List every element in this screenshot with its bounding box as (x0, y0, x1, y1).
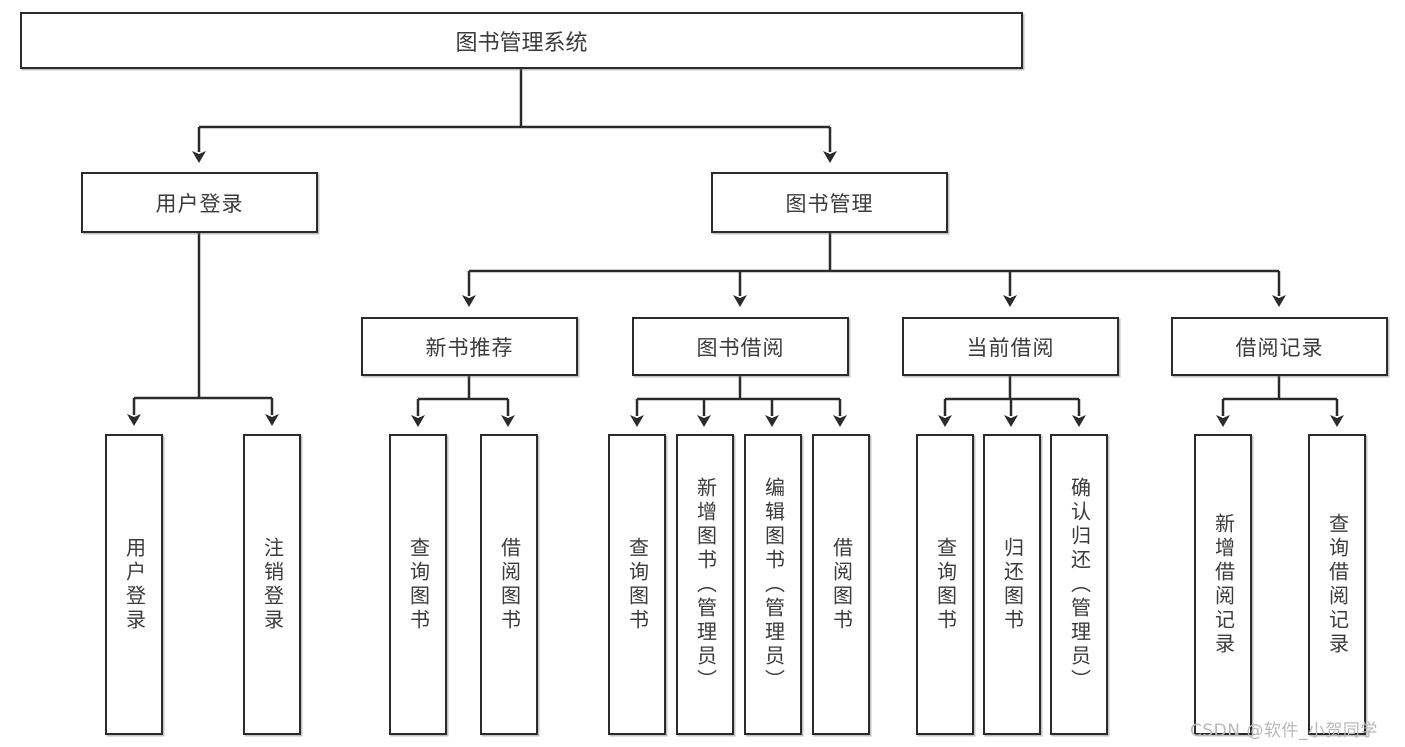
leaf-label: 编辑图书（管理员） (761, 476, 786, 693)
node-new-book-recommend[interactable]: 新书推荐 (361, 317, 578, 376)
csdn-watermark: CSDN @软件_小贺同学 (1190, 721, 1378, 741)
leaf-label: 查询图书 (406, 536, 431, 633)
leaf-current-borrow-query[interactable]: 查询图书 (916, 434, 974, 735)
leaf-book-borrow-edit[interactable]: 编辑图书（管理员） (744, 434, 802, 735)
leaf-label: 借阅图书 (497, 536, 522, 633)
leaf-label: 注销登录 (260, 536, 285, 633)
leaf-new-book-query[interactable]: 查询图书 (389, 434, 447, 735)
leaf-book-borrow-add[interactable]: 新增图书（管理员） (676, 434, 734, 735)
leaf-borrow-record-add[interactable]: 新增借阅记录 (1194, 434, 1252, 735)
leaf-label: 借阅图书 (829, 536, 854, 633)
leaf-label: 查询图书 (625, 536, 650, 633)
node-book-management[interactable]: 图书管理 (711, 172, 948, 233)
leaf-book-borrow-query[interactable]: 查询图书 (608, 434, 666, 735)
leaf-label: 查询图书 (933, 536, 958, 633)
leaf-label: 新增图书（管理员） (693, 476, 718, 693)
node-book-borrow[interactable]: 图书借阅 (632, 317, 849, 376)
leaf-label: 查询借阅记录 (1325, 512, 1350, 657)
leaf-user-login-login[interactable]: 用户登录 (105, 434, 163, 735)
node-current-borrow[interactable]: 当前借阅 (902, 317, 1119, 376)
node-borrow-record[interactable]: 借阅记录 (1171, 317, 1388, 376)
leaf-current-borrow-return[interactable]: 归还图书 (983, 434, 1041, 735)
leaf-current-borrow-confirm[interactable]: 确认归还（管理员） (1050, 434, 1108, 735)
leaf-borrow-record-query[interactable]: 查询借阅记录 (1308, 434, 1366, 735)
leaf-label: 新增借阅记录 (1211, 512, 1236, 657)
node-root-system[interactable]: 图书管理系统 (20, 12, 1023, 69)
node-user-login[interactable]: 用户登录 (81, 172, 318, 233)
leaf-label: 归还图书 (1000, 536, 1025, 633)
leaf-label: 确认归还（管理员） (1067, 476, 1092, 693)
leaf-new-book-borrow[interactable]: 借阅图书 (480, 434, 538, 735)
leaf-label: 用户登录 (122, 536, 147, 633)
leaf-user-login-logout[interactable]: 注销登录 (243, 434, 301, 735)
leaf-book-borrow-borrow[interactable]: 借阅图书 (812, 434, 870, 735)
